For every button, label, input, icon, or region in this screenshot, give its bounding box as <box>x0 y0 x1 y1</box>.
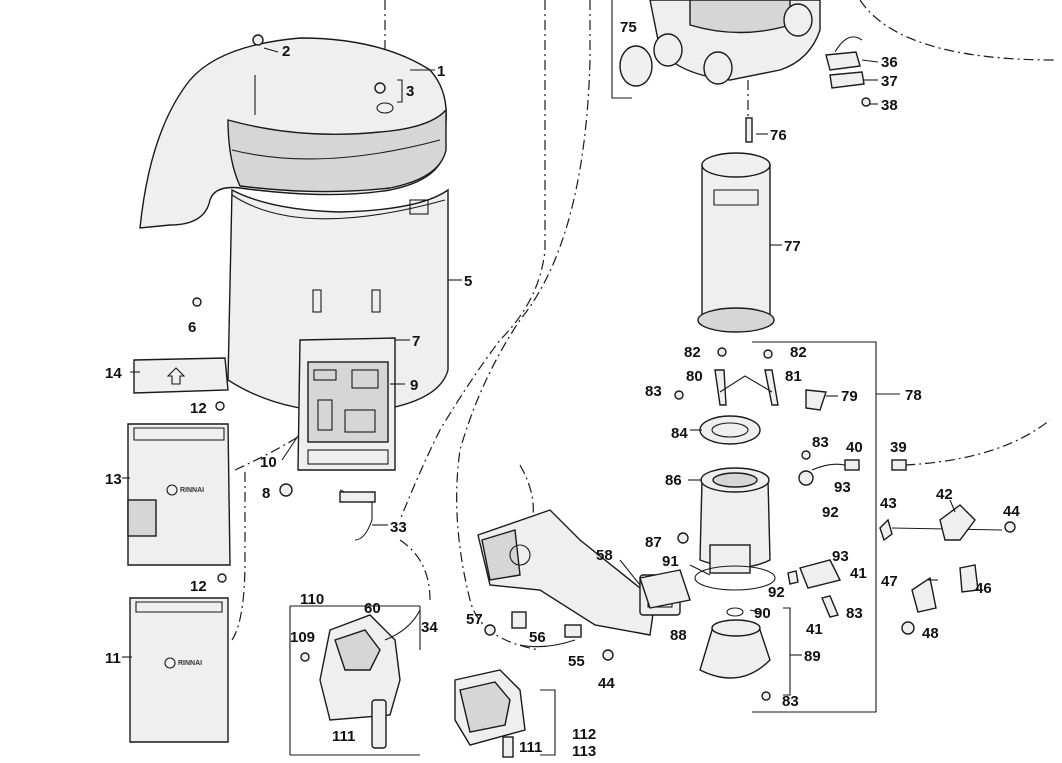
callout-12-bottom: 12 <box>190 578 207 595</box>
callout-111-left: 111 <box>332 728 355 745</box>
burner-assembly-78-frame <box>752 341 877 713</box>
brand-label-11: RINNAI <box>178 660 202 667</box>
callout-44-right: 44 <box>1003 503 1020 520</box>
gasket-88-part <box>639 565 776 609</box>
small-cover-part <box>133 357 229 394</box>
top-cover-part <box>139 37 447 229</box>
callout-81: 81 <box>785 368 802 385</box>
burner-plate-84-part <box>699 415 761 445</box>
callout-89: 89 <box>804 648 821 665</box>
callout-87: 87 <box>645 534 662 551</box>
sensor-92-93-part <box>787 470 842 618</box>
callout-9: 9 <box>410 377 418 394</box>
callout-79: 79 <box>841 388 858 405</box>
electrodes-80-82-part <box>714 347 827 411</box>
callout-112: 112 <box>572 726 596 743</box>
callout-8: 8 <box>262 485 270 502</box>
callout-3: 3 <box>406 83 414 100</box>
brand-label-13: RINNAI <box>180 487 204 494</box>
bracket-36-38-part <box>825 36 871 107</box>
control-board-part <box>297 337 396 541</box>
callout-39: 39 <box>890 439 907 456</box>
callout-90: 90 <box>754 605 771 622</box>
callout-60: 60 <box>364 600 381 617</box>
callout-75: 75 <box>620 19 637 36</box>
fan-top-part <box>611 0 821 99</box>
callout-111-right: 111 <box>519 739 542 756</box>
module-box-13-part: RINNAI <box>127 423 231 566</box>
callout-47: 47 <box>881 573 898 590</box>
callout-78: 78 <box>905 387 922 404</box>
sensor-parts-55-57 <box>484 611 582 648</box>
callout-14: 14 <box>105 365 122 382</box>
burner-tube-part <box>697 152 775 333</box>
screw-76-part <box>745 117 753 143</box>
callout-41-bottom: 41 <box>806 621 823 638</box>
callout-82-right: 82 <box>790 344 807 361</box>
callout-labels: 2 1 3 5 6 7 9 10 8 14 12 13 12 11 33 110… <box>105 19 1020 760</box>
callout-42: 42 <box>936 486 953 503</box>
callout-36: 36 <box>881 54 898 71</box>
callout-82-left: 82 <box>684 344 701 361</box>
callout-88: 88 <box>670 627 687 644</box>
module-box-11-part: RINNAI <box>129 597 229 743</box>
callout-48: 48 <box>922 625 939 642</box>
callout-38: 38 <box>881 97 898 114</box>
callout-86: 86 <box>665 472 682 489</box>
callout-11: 11 <box>105 650 121 667</box>
assembly-guide-lines <box>231 0 1056 651</box>
callout-58: 58 <box>596 547 613 564</box>
callout-1: 1 <box>437 63 445 80</box>
callout-7: 7 <box>412 333 420 350</box>
callout-41-top: 41 <box>850 565 867 582</box>
callout-13: 13 <box>105 471 122 488</box>
callout-44-bottom: 44 <box>598 675 615 692</box>
flame-rod-42-48-part <box>879 504 1016 635</box>
callout-80: 80 <box>686 368 703 385</box>
callout-93-bottom: 93 <box>832 548 849 565</box>
callout-56: 56 <box>529 629 546 646</box>
callout-113: 113 <box>572 743 596 760</box>
callout-34: 34 <box>421 619 438 636</box>
fan-duct-part <box>477 509 681 636</box>
callout-77: 77 <box>784 238 801 255</box>
callout-83-d: 83 <box>782 693 799 710</box>
callout-109: 109 <box>290 629 315 646</box>
callout-93-top: 93 <box>834 479 851 496</box>
callout-5: 5 <box>464 273 472 290</box>
gas-valve-112-part <box>454 669 556 758</box>
callout-55: 55 <box>568 653 585 670</box>
fan-motor-89-part <box>699 607 791 696</box>
callout-46: 46 <box>975 580 992 597</box>
callout-76: 76 <box>770 127 787 144</box>
combustion-chamber-86-part <box>699 467 771 574</box>
callout-92-bottom: 92 <box>768 584 785 601</box>
callout-83-c: 83 <box>846 605 863 622</box>
callout-57: 57 <box>466 611 483 628</box>
callout-84: 84 <box>671 425 688 442</box>
leader-lines <box>122 47 956 658</box>
callout-2: 2 <box>282 43 290 60</box>
connectors-39-40-part <box>811 459 907 471</box>
callout-83-b: 83 <box>812 434 829 451</box>
callout-6: 6 <box>188 319 196 336</box>
valve-assembly-110-part <box>289 605 421 756</box>
callout-37: 37 <box>881 73 898 90</box>
screws-misc-part <box>192 34 811 701</box>
callout-40: 40 <box>846 439 863 456</box>
callout-110: 110 <box>300 591 324 608</box>
callout-83-a: 83 <box>645 383 662 400</box>
callout-91: 91 <box>662 553 679 570</box>
callout-33: 33 <box>390 519 407 536</box>
callout-12-top: 12 <box>190 400 207 417</box>
callout-43: 43 <box>880 495 897 512</box>
callout-92-top: 92 <box>822 504 839 521</box>
callout-10: 10 <box>260 454 277 471</box>
